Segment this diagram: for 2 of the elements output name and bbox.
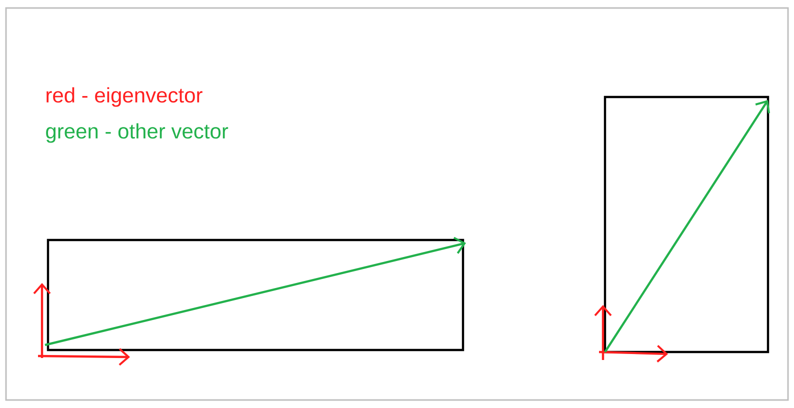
legend-text: green - other vector bbox=[46, 123, 228, 143]
legend-text: red - eigenvector bbox=[46, 87, 202, 107]
